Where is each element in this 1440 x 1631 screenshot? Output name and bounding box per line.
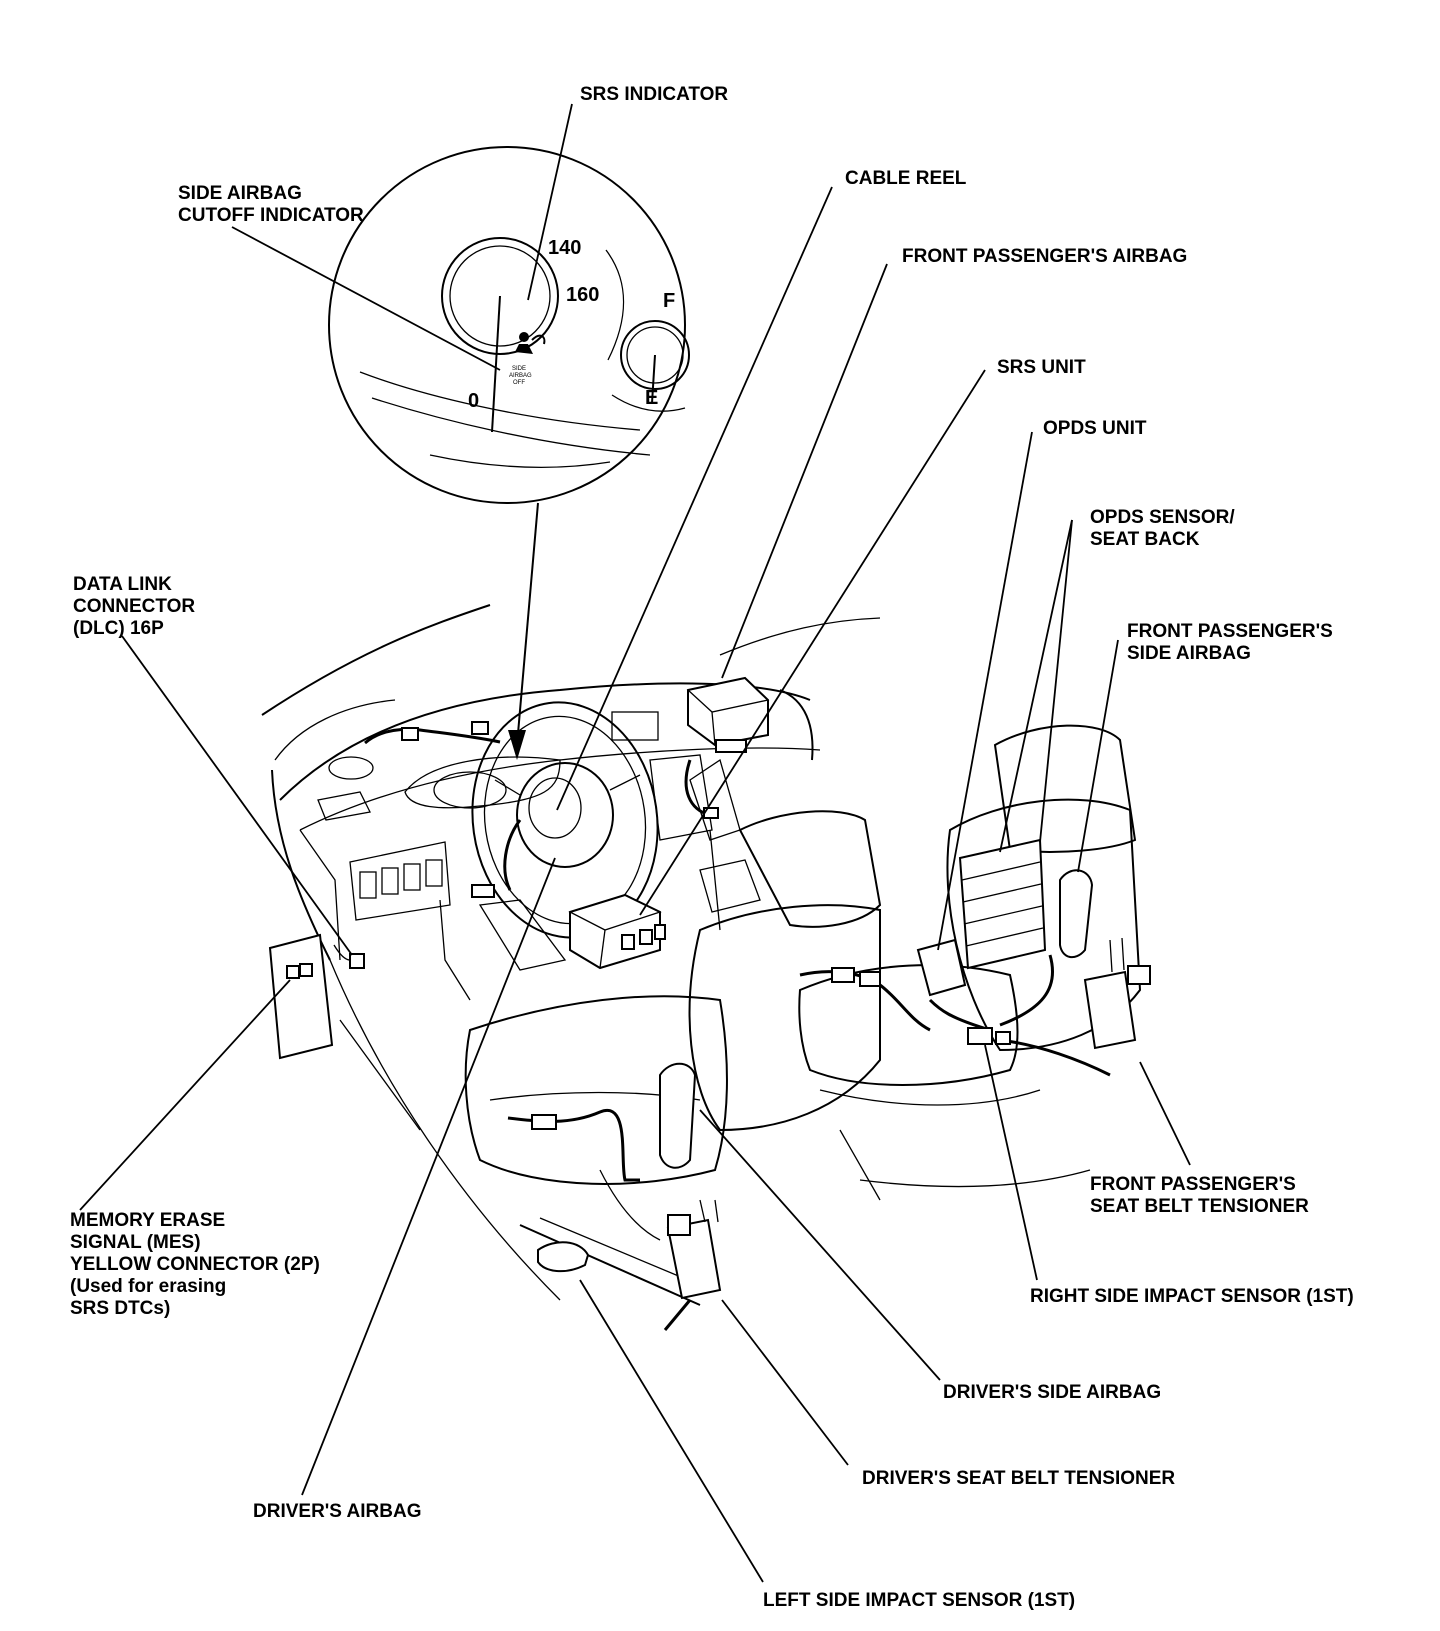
fuel-full-label: F [663, 290, 675, 312]
fuel-empty-label: E [645, 387, 658, 409]
driver-side-airbag-leader [699, 1109, 941, 1381]
label-mes-line4: (Used for erasing [70, 1276, 226, 1297]
component-parts [268, 676, 1151, 1331]
gauge-160-label: 160 [566, 284, 599, 306]
inset-pointer-arrowhead [508, 730, 526, 760]
opds-unit-leader [937, 431, 1033, 951]
front-passenger-side-airbag-leader [1077, 639, 1119, 873]
inset-pointer-line [516, 502, 539, 746]
mes-dlc-panel [268, 933, 334, 1060]
driver-seat-belt-tensioner-leader [721, 1299, 849, 1466]
front-passenger-side-airbag-module [1059, 869, 1094, 959]
opds-sensor-leader-b [1039, 519, 1073, 843]
srs-indicator-leader [527, 103, 573, 301]
label-mes-line5: SRS DTCs) [70, 1298, 170, 1319]
label-opds-sensor-line2: SEAT BACK [1090, 529, 1200, 550]
label-front-passengers-side-airbag-line2: SIDE AIRBAG [1127, 643, 1251, 664]
gauge-cluster-inset: 140 160 0 F E SIDE AIRBAG OFF [328, 146, 690, 504]
label-srs-indicator: SRS INDICATOR [580, 84, 728, 105]
label-drivers-side-airbag: DRIVER'S SIDE AIRBAG [943, 1382, 1161, 1403]
label-srs-unit: SRS UNIT [997, 357, 1086, 378]
label-dlc-line1: DATA LINK [73, 574, 172, 595]
front-passenger-seat-belt-tensioner [1083, 970, 1137, 1050]
label-mes-line3: YELLOW CONNECTOR (2P) [70, 1254, 320, 1275]
label-drivers-airbag: DRIVER'S AIRBAG [253, 1501, 422, 1522]
left-side-impact-sensor [537, 1241, 590, 1273]
mes-connector-leader [79, 979, 291, 1211]
cutoff-text-line1: SIDE [512, 366, 526, 372]
right-side-impact-sensor [967, 1027, 993, 1045]
driver-seat-belt-tensioner [666, 1218, 722, 1300]
label-front-passengers-seat-belt-tensioner-line2: SEAT BELT TENSIONER [1090, 1196, 1309, 1217]
opds-unit-module [916, 938, 967, 997]
driver-airbag-leader [301, 857, 556, 1496]
leader-lines [79, 103, 1191, 1583]
label-mes-line1: MEMORY ERASE [70, 1210, 225, 1231]
label-front-passengers-seat-belt-tensioner-line1: FRONT PASSENGER'S [1090, 1174, 1296, 1195]
right-side-impact-sensor-leader [984, 1044, 1038, 1281]
opds-sensor-seat-back [958, 838, 1047, 970]
label-dlc-line3: (DLC) 16P [73, 618, 164, 639]
callout-labels: SRS INDICATOR SIDE AIRBAG CUTOFF INDICAT… [70, 84, 1354, 1611]
label-right-side-impact-sensor: RIGHT SIDE IMPACT SENSOR (1ST) [1030, 1286, 1354, 1307]
gauge-zero-label: 0 [468, 390, 479, 412]
opds-sensor-leader-a [999, 519, 1073, 853]
label-cable-reel: CABLE REEL [845, 168, 967, 189]
label-opds-sensor-line1: OPDS SENSOR/ [1090, 507, 1235, 528]
srs-unit-leader [639, 369, 986, 916]
gauge-140-label: 140 [548, 237, 581, 259]
dlc-connector [349, 953, 365, 969]
label-left-side-impact-sensor: LEFT SIDE IMPACT SENSOR (1ST) [763, 1590, 1075, 1611]
label-dlc-line2: CONNECTOR [73, 596, 195, 617]
label-drivers-seat-belt-tensioner: DRIVER'S SEAT BELT TENSIONER [862, 1468, 1175, 1489]
label-front-passengers-airbag: FRONT PASSENGER'S AIRBAG [902, 246, 1187, 267]
label-front-passengers-side-airbag-line1: FRONT PASSENGER'S [1127, 621, 1333, 642]
left-side-impact-sensor-leader [579, 1279, 764, 1583]
front-passenger-airbag-leader [721, 263, 888, 679]
driver-side-airbag-module [659, 1062, 697, 1169]
cable-reel-connector [471, 884, 495, 898]
cable-reel-leader [556, 186, 833, 811]
label-side-airbag-cutoff-line1: SIDE AIRBAG [178, 183, 302, 204]
front-passenger-seat-belt-tensioner-leader [1139, 1061, 1191, 1166]
cutoff-text-line3: OFF [513, 380, 525, 386]
label-mes-line2: SIGNAL (MES) [70, 1232, 201, 1253]
dlc-leader [121, 635, 353, 956]
cutoff-text-line2: AIRBAG [509, 373, 532, 379]
cutoff-indicator-leader [231, 226, 501, 371]
label-side-airbag-cutoff-line2: CUTOFF INDICATOR [178, 205, 364, 226]
label-opds-unit: OPDS UNIT [1043, 418, 1147, 439]
